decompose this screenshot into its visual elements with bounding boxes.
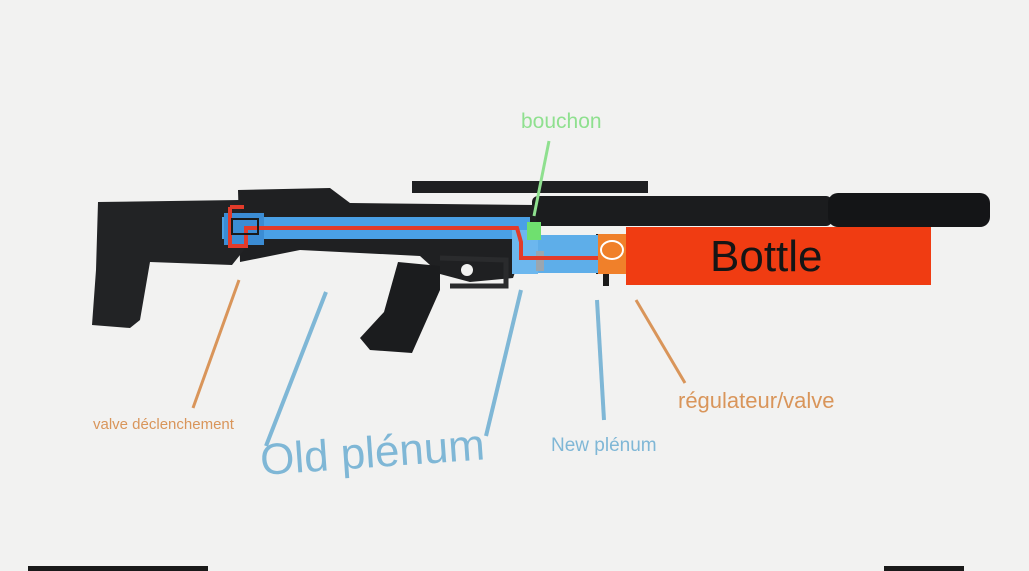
bottom-crop-left: [28, 566, 208, 571]
pistol-grip: [360, 262, 440, 353]
top-rail: [412, 181, 648, 193]
bottle: [626, 227, 931, 285]
trigger-guard-hole: [461, 264, 473, 276]
label-bouchon: bouchon: [521, 110, 602, 133]
leader-new-plenum: [595, 299, 606, 421]
gauge-stub: [603, 272, 609, 286]
label-new-plenum: New plénum: [551, 435, 657, 456]
leader-bouchon: [532, 140, 551, 217]
trigger-guard: [439, 255, 509, 289]
leader-regulator: [634, 299, 687, 384]
barrel: [532, 196, 832, 226]
new-plenum-ring: [536, 251, 544, 271]
barrel-tip: [828, 193, 990, 227]
leader-valve: [191, 279, 241, 409]
label-bottle: Bottle: [710, 232, 823, 281]
bouchon-plug: [527, 222, 541, 240]
bottom-crop-right: [884, 566, 964, 571]
regulator-ring: [600, 240, 624, 260]
leader-old-plenum-right: [484, 289, 523, 437]
stock: [92, 200, 244, 328]
valve-marker: [231, 218, 259, 235]
label-valve-declenchement: valve déclenchement: [93, 416, 234, 433]
air-path: [228, 205, 598, 260]
label-regulateur-valve: régulateur/valve: [678, 388, 835, 413]
leader-old-plenum-left: [264, 291, 328, 447]
